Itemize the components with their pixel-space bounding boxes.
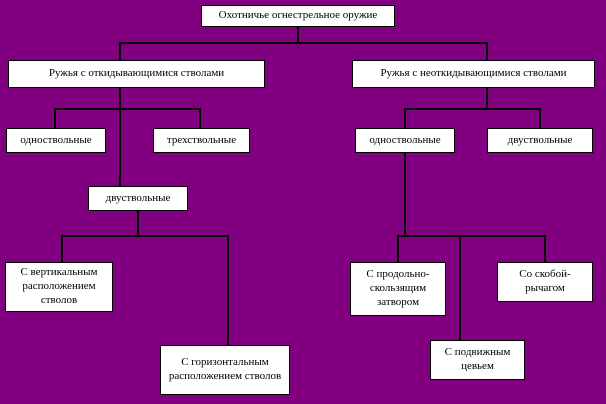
connector-right-children-horizontal [404, 108, 541, 110]
connector-drop-right-branch [486, 42, 488, 60]
node-vertical-barrels-label: С вертикальным расположением стволов [20, 266, 98, 306]
node-root: Охотничье огнестрельное оружие [201, 5, 395, 27]
node-right-double-barrel-label: двуствольные [507, 133, 573, 146]
connector-right-grandchildren-horizontal [397, 235, 546, 237]
node-horizontal-barrels: С горизонтальным расположением стволов [160, 345, 290, 395]
node-right-branch-label: Ружья с неоткидывающимися стволами [380, 67, 567, 80]
node-pump-action-label: С подвижным цевьем [444, 346, 511, 372]
node-left-double-barrel: двуствольные [88, 186, 188, 211]
connector-left-grandchildren-horizontal [61, 235, 229, 237]
connector-left-double-stem [137, 211, 139, 235]
connector-top-horizontal [119, 42, 488, 44]
connector-drop-left-single [54, 108, 56, 128]
node-left-single-barrel: одноствольные [6, 128, 106, 153]
connector-drop-left-branch [119, 42, 121, 60]
node-lever-action: Со скобой-рычагом [497, 262, 593, 302]
connector-right-single-stem [404, 153, 406, 235]
connector-drop-right-bolt [397, 235, 399, 262]
node-vertical-barrels: С вертикальным расположением стволов [5, 262, 113, 312]
connector-drop-left-horizontal [227, 235, 229, 345]
node-bolt-action-label: С продольно-скользящим затвором [366, 268, 430, 308]
node-left-double-barrel-label: двуствольные [105, 191, 171, 204]
node-left-triple-barrel: трехствольные [153, 128, 250, 153]
node-root-label: Охотничье огнестрельное оружие [218, 9, 378, 22]
node-bolt-action: С продольно-скользящим затвором [350, 262, 446, 316]
node-left-single-barrel-label: одноствольные [20, 133, 92, 146]
connector-drop-right-single [404, 108, 406, 128]
connector-drop-right-lever [544, 235, 546, 262]
connector-left-branch-stem [119, 88, 121, 186]
node-lever-action-label: Со скобой-рычагом [519, 268, 571, 294]
node-right-single-barrel-label: одноствольные [369, 133, 441, 146]
node-pump-action: С подвижным цевьем [430, 340, 525, 380]
node-left-branch: Ружья с откидывающимися стволами [8, 60, 265, 88]
node-right-double-barrel: двуствольные [487, 128, 593, 153]
node-horizontal-barrels-label: С горизонтальным расположением стволов [168, 356, 282, 382]
connector-root-stem [297, 27, 299, 42]
connector-drop-right-pump [459, 235, 461, 340]
node-left-triple-barrel-label: трехствольные [166, 133, 237, 146]
connector-drop-left-triple [199, 108, 201, 128]
connector-left-children-horizontal [54, 108, 201, 110]
node-right-single-barrel: одноствольные [355, 128, 455, 153]
connector-drop-left-vertical [61, 235, 63, 262]
node-right-branch: Ружья с неоткидывающимися стволами [352, 60, 595, 88]
node-left-branch-label: Ружья с откидывающимися стволами [48, 67, 225, 80]
connector-right-branch-stem [486, 88, 488, 108]
connector-drop-right-double [539, 108, 541, 128]
